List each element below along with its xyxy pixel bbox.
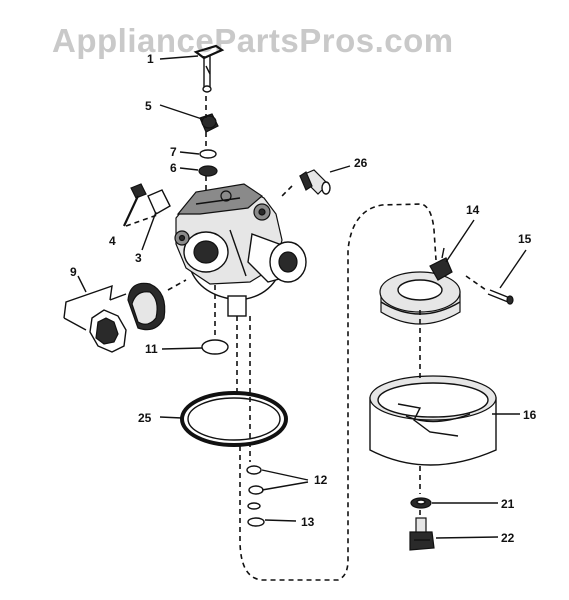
part-4-screw xyxy=(123,183,147,227)
leader-15 xyxy=(499,249,527,289)
callout-21: 21 xyxy=(501,497,515,511)
part-26-fuel-fitting xyxy=(298,169,331,195)
leader-11 xyxy=(161,347,203,350)
callout-4: 4 xyxy=(109,234,116,248)
carburetor-body xyxy=(174,183,307,317)
leader-25 xyxy=(159,416,183,419)
callout-7: 7 xyxy=(170,145,177,159)
callout-12: 12 xyxy=(314,473,328,487)
callout-3: 3 xyxy=(135,251,142,265)
leader-6 xyxy=(179,167,199,171)
watermark-text: AppliancePartsPros.com xyxy=(52,22,454,59)
part-12-washers xyxy=(246,465,264,510)
part-6-o-ring xyxy=(198,165,218,177)
part-13-washer xyxy=(247,517,265,527)
part-22-bowl-nut xyxy=(409,517,435,551)
callout-11: 11 xyxy=(145,342,158,356)
callout-26: 26 xyxy=(354,156,368,170)
leader-26 xyxy=(329,165,351,173)
callout-25: 25 xyxy=(138,411,152,425)
part-9-primer-assembly xyxy=(63,282,166,353)
leader-1 xyxy=(159,55,199,60)
leader-5 xyxy=(159,104,203,120)
part-25-bowl-gasket xyxy=(180,391,288,447)
callout-16: 16 xyxy=(523,408,537,422)
part-5-screw xyxy=(199,113,219,133)
leader-12 xyxy=(261,469,309,491)
part-14-float xyxy=(379,247,461,325)
part-21-washer xyxy=(410,497,432,509)
assembly-dashed-lines xyxy=(125,96,487,581)
callout-9: 9 xyxy=(70,265,77,279)
callout-15: 15 xyxy=(518,232,532,246)
callout-14: 14 xyxy=(466,203,480,217)
callout-13: 13 xyxy=(301,515,315,529)
callout-6: 6 xyxy=(170,161,177,175)
callout-1: 1 xyxy=(147,52,154,66)
leader-14 xyxy=(445,219,475,263)
part-15-hinge-pin xyxy=(487,289,514,305)
callout-5: 5 xyxy=(145,99,152,113)
part-16-float-bowl xyxy=(369,375,497,466)
part-3-gasket xyxy=(141,189,171,251)
part-7-washer xyxy=(199,149,217,159)
part-11-o-ring xyxy=(201,339,229,355)
part-1-throttle-shaft xyxy=(193,44,225,93)
leader-22 xyxy=(435,536,499,539)
callout-22: 22 xyxy=(501,531,515,545)
leader-13 xyxy=(264,519,297,522)
leader-7 xyxy=(179,151,200,155)
leader-9 xyxy=(77,275,87,293)
